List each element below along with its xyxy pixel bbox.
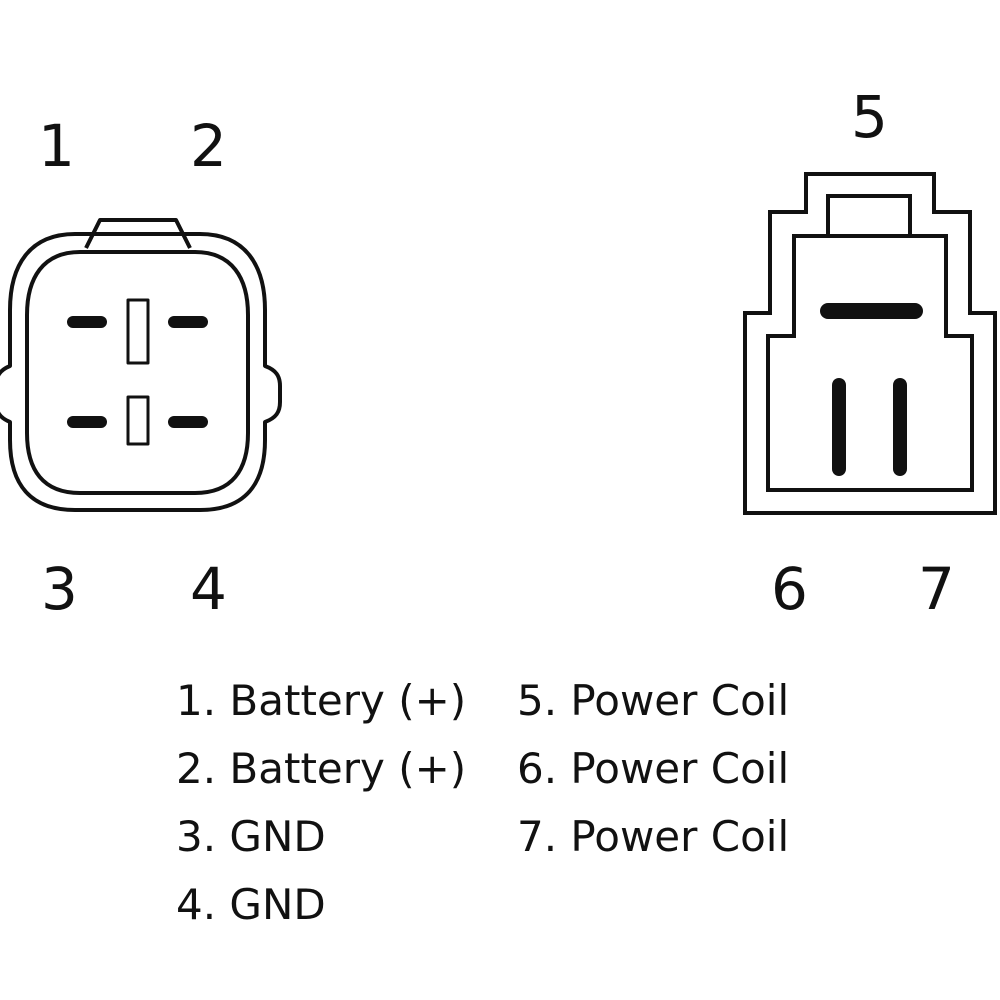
three-pin-terminals — [820, 303, 923, 476]
legend-item-1: 1. Battery (+) — [176, 676, 467, 725]
pin-label-7: 7 — [918, 555, 955, 623]
pin-label-1: 1 — [38, 112, 75, 180]
pin-label-6: 6 — [771, 555, 808, 623]
housing-inner — [25, 250, 250, 495]
legend-item-6: 6. Power Coil — [517, 744, 790, 793]
legend-item-2: 2. Battery (+) — [176, 744, 467, 793]
legend-right-column: 5. Power Coil 6. Power Coil 7. Power Coi… — [517, 667, 789, 871]
four-pin-connector — [0, 218, 282, 512]
legend-item-5: 5. Power Coil — [517, 676, 790, 725]
four-pin-terminals — [67, 316, 208, 428]
terminal-slot-lower — [126, 395, 150, 446]
pin-label-2: 2 — [190, 112, 227, 180]
legend-item-7: 7. Power Coil — [517, 812, 790, 861]
terminal-slot-upper — [126, 298, 150, 365]
pin-label-4: 4 — [190, 555, 227, 623]
housing-outer — [743, 172, 997, 515]
pin-label-3: 3 — [41, 555, 78, 623]
legend-item-3: 3. GND — [176, 812, 326, 861]
legend-item-4: 4. GND — [176, 880, 326, 929]
legend-left-column: 1. Battery (+) 2. Battery (+) 3. GND 4. … — [176, 667, 466, 939]
housing-inner — [766, 234, 974, 492]
pin-label-5: 5 — [851, 83, 888, 151]
three-pin-connector — [743, 172, 997, 515]
latch-tab — [826, 194, 912, 238]
housing-outer — [0, 232, 282, 512]
